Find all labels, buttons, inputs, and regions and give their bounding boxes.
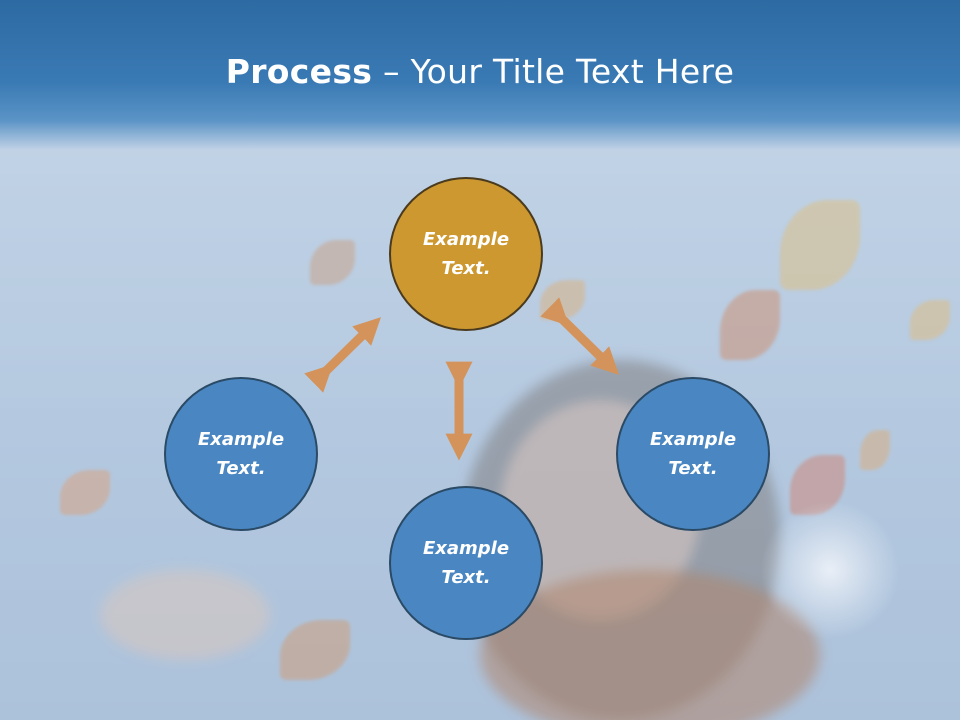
process-node-bottom[interactable]: Example Text. [389, 486, 543, 640]
process-node-text: Example Text. [422, 538, 510, 588]
arrow-top-right [540, 297, 619, 375]
background-leaves-bundle [480, 570, 820, 720]
arrow-left-top [304, 317, 382, 393]
title-band [0, 0, 960, 150]
process-node-top[interactable]: Example Text. [389, 177, 543, 331]
slide-title-strong: Process [225, 52, 373, 91]
process-node-text: Example Text. [197, 429, 285, 479]
slide-title: Process – Your Title Text Here [0, 52, 960, 91]
process-node-left[interactable]: Example Text. [164, 377, 318, 531]
process-node-text: Example Text. [649, 429, 737, 479]
slide-title-rest: – Your Title Text Here [372, 52, 735, 91]
background-hand [100, 570, 270, 660]
process-node-right[interactable]: Example Text. [616, 377, 770, 531]
process-node-text: Example Text. [422, 229, 510, 279]
sun-glow [760, 500, 900, 640]
